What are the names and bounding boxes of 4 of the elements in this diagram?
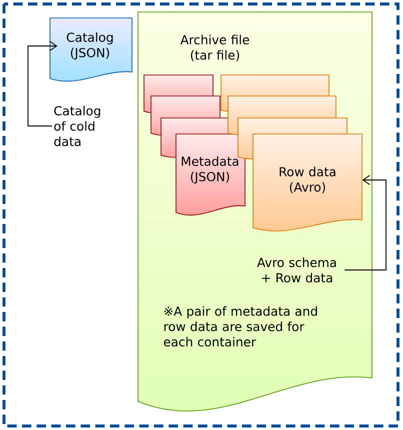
connector-arrow <box>344 174 386 270</box>
caption-text: Catalog of cold data <box>54 106 100 146</box>
connector-arrow <box>28 40 58 126</box>
caption-text: Avro schema + Row data <box>257 258 336 282</box>
